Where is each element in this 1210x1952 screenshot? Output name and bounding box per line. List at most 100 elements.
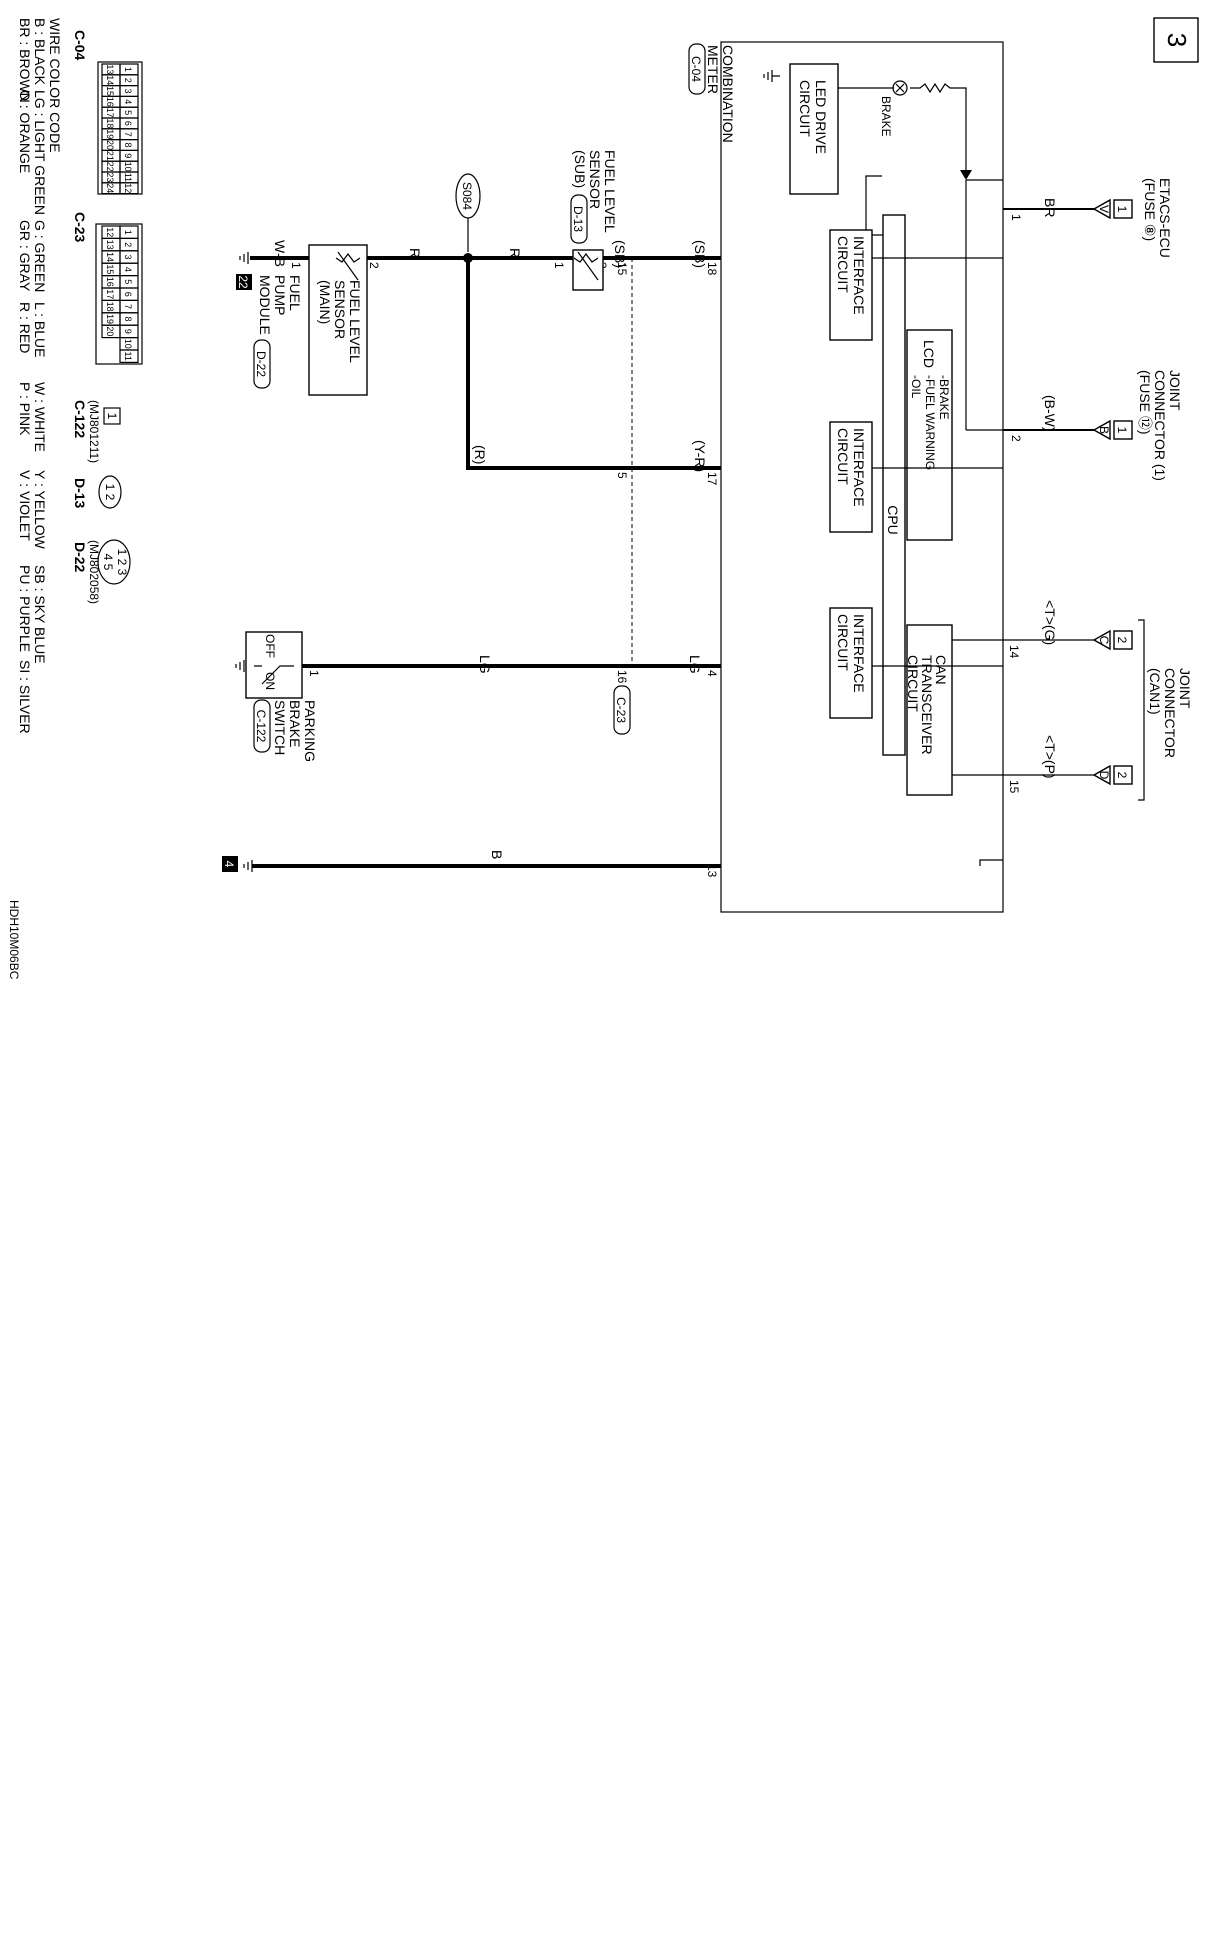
pbs-ground-icon: [235, 660, 245, 672]
splice-pin-5: 5: [615, 472, 629, 479]
pbs-pin-1: 1: [307, 670, 321, 677]
wire-r-branch: [466, 258, 632, 470]
fuel-pump-module-box: [308, 244, 368, 396]
d13-pins: 1 2: [103, 484, 117, 501]
legend-entry: W : WHITE: [32, 382, 48, 452]
c04-cell-label: 2: [123, 78, 133, 83]
etacs-tri-letter: V: [1097, 205, 1111, 213]
c04-cell-label: 5: [123, 110, 133, 115]
can1-sq-c-num: 2: [1115, 637, 1129, 644]
ground-22-icon: [239, 252, 249, 264]
wire-can-g: <T>(G): [1042, 600, 1058, 645]
can-label-3: CIRCUIT: [905, 655, 921, 712]
c23-cell-label: 17: [105, 289, 115, 299]
c04-cell-label: 23: [105, 172, 115, 182]
c04-cell-label: 13: [105, 64, 115, 74]
interface-circuit-3: [829, 607, 873, 719]
c23-cell-label: 9: [123, 329, 133, 334]
c04-view-label: C-04: [72, 30, 88, 61]
pump-title-2: PUMP: [272, 275, 288, 315]
page-number: 3: [1162, 33, 1192, 47]
d13-view: [98, 475, 122, 509]
pump-title-1: FUEL: [287, 275, 303, 311]
pin-18: 18: [705, 262, 719, 276]
fuel-sub-arrow: [577, 251, 599, 281]
c122-tag-label: C-122: [254, 710, 268, 743]
wire-wb-label: W-B: [272, 240, 288, 267]
legend-entry: R : RED: [17, 302, 33, 353]
joint1-tri: [1092, 419, 1111, 441]
can1-tri-c-letter: C: [1097, 636, 1111, 645]
interface-circuit-2: [829, 421, 873, 533]
c23-cell-label: 18: [105, 302, 115, 312]
pin-14: 14: [1007, 645, 1021, 659]
joint1-title-3: (FUSE ⑫): [1137, 370, 1153, 435]
diode-icon: [960, 170, 972, 180]
etacs-title-2: (FUSE ⑧): [1142, 178, 1158, 241]
pump-title-3: MODULE: [257, 275, 273, 335]
wire-lg-2: LG: [477, 655, 493, 674]
pin-1: 1: [1009, 214, 1023, 221]
d22-view: [97, 539, 131, 585]
d22-tag: [253, 339, 271, 389]
ground-4-icon: [243, 860, 253, 872]
c23-cell: [101, 324, 121, 339]
lcd-item-0: -BRAKE: [937, 375, 951, 420]
can-transceiver-box: [906, 624, 953, 796]
c23-cell-label: 19: [105, 314, 115, 324]
etacs-sq-num: 1: [1115, 206, 1129, 213]
c04-cell-label: 10: [123, 162, 133, 172]
c23-cell-label: 7: [123, 304, 133, 309]
c23-cell-label: 13: [105, 240, 115, 250]
interface-3-label-2: CIRCUIT: [835, 614, 851, 671]
c23-cell-label: 10: [123, 339, 133, 349]
c23-tag-label: C-23: [614, 697, 628, 723]
c23-cell: [119, 349, 139, 363]
can1-title-1: JOINT: [1177, 668, 1193, 709]
pbs-title-1: PARKING: [302, 700, 318, 762]
fuel-sub-resistor: [573, 253, 599, 263]
c23-cell-label: 16: [105, 277, 115, 287]
led-drive-circuit-box: [789, 63, 839, 195]
ground-22-box: [236, 274, 252, 290]
can-label-1: CAN: [933, 655, 949, 685]
legend-entry: B : BLACK: [32, 18, 48, 86]
page-number-box: [1153, 17, 1199, 63]
c23-cell-label: 15: [105, 264, 115, 274]
parking-brake-switch-box: [245, 631, 303, 699]
can1-bracket: [1138, 619, 1145, 801]
wire-bw: (B-W): [1042, 395, 1058, 432]
etacs-title-1: ETACS-ECU: [1157, 178, 1173, 258]
ref-code: HDH10M06BC: [7, 900, 21, 980]
wire-b: B: [489, 850, 505, 859]
brake-led-cross: [895, 83, 905, 93]
joint1-title-1: JOINT: [1167, 370, 1183, 411]
c04-cell-label: 1: [123, 67, 133, 72]
c23-cell-label: 8: [123, 316, 133, 321]
legend-entry: PU : PURPLE: [17, 565, 33, 652]
c23-cell-label: 14: [105, 252, 115, 262]
c23-cell-label: 3: [123, 254, 133, 259]
c23-cell-label: 6: [123, 292, 133, 297]
legend-entry: P : PINK: [17, 382, 33, 436]
c04-cell-label: 6: [123, 121, 133, 126]
ground-4-box: [222, 856, 238, 872]
legend-entry: L : BLUE: [32, 302, 48, 358]
c04-cell-label: 14: [105, 75, 115, 85]
meter-title-1: COMBINATION: [720, 45, 736, 143]
meter-title-2: METER: [705, 45, 721, 94]
c04-cell-label: 18: [105, 118, 115, 128]
led-drive-label-1: LED DRIVE: [813, 80, 829, 154]
fuel-main-title-3: (MAIN): [317, 280, 333, 324]
ground-4: 4: [222, 861, 236, 868]
fuel-main-title-1: FUEL LEVEL: [347, 280, 363, 363]
pin-4: 4: [705, 670, 719, 677]
legend-entry: GR : GRAY: [17, 220, 33, 292]
interface-1-label-1: INTERFACE: [851, 236, 867, 315]
fuel-main-arrow: [337, 251, 359, 281]
d22-row2: 4 5: [101, 554, 115, 571]
pbs-contact: [254, 665, 294, 685]
can1-sq-c: [1113, 630, 1133, 650]
